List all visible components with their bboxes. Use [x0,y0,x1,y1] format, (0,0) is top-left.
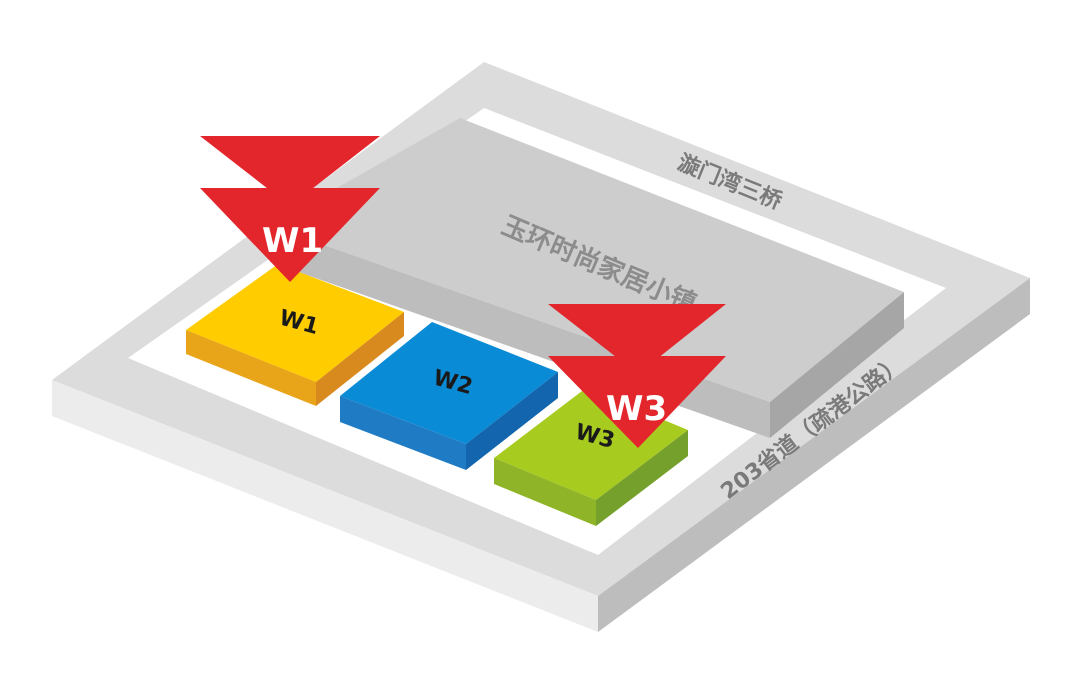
hall-w3-side [596,430,688,526]
hall-w2[interactable]: W2 [340,322,558,470]
marker-w1[interactable]: W1 [200,136,380,282]
hall-w3-front [494,458,596,526]
hall-w1-top [186,264,404,382]
hall-w1[interactable]: W1 [186,264,404,406]
hall-w2-top [340,322,558,444]
road-ring-side [598,278,1030,632]
marker-w1-label: W1 [262,221,323,261]
hall-w1-side [316,312,404,406]
hall-w2-front [340,396,466,470]
main-building-side [770,292,904,438]
marker-w1-lower-chevron [200,188,380,282]
marker-w3-upper-chevron [548,304,726,374]
marker-w3-label: W3 [606,389,667,429]
marker-w3[interactable]: W3 [548,304,726,448]
road-ring-front [52,380,598,632]
hall-w1-front [186,330,316,406]
hall-w2-side [466,372,558,470]
marker-w3-lower-chevron [548,356,726,448]
main-building-top [270,118,904,402]
marker-w1-upper-chevron [200,136,380,206]
